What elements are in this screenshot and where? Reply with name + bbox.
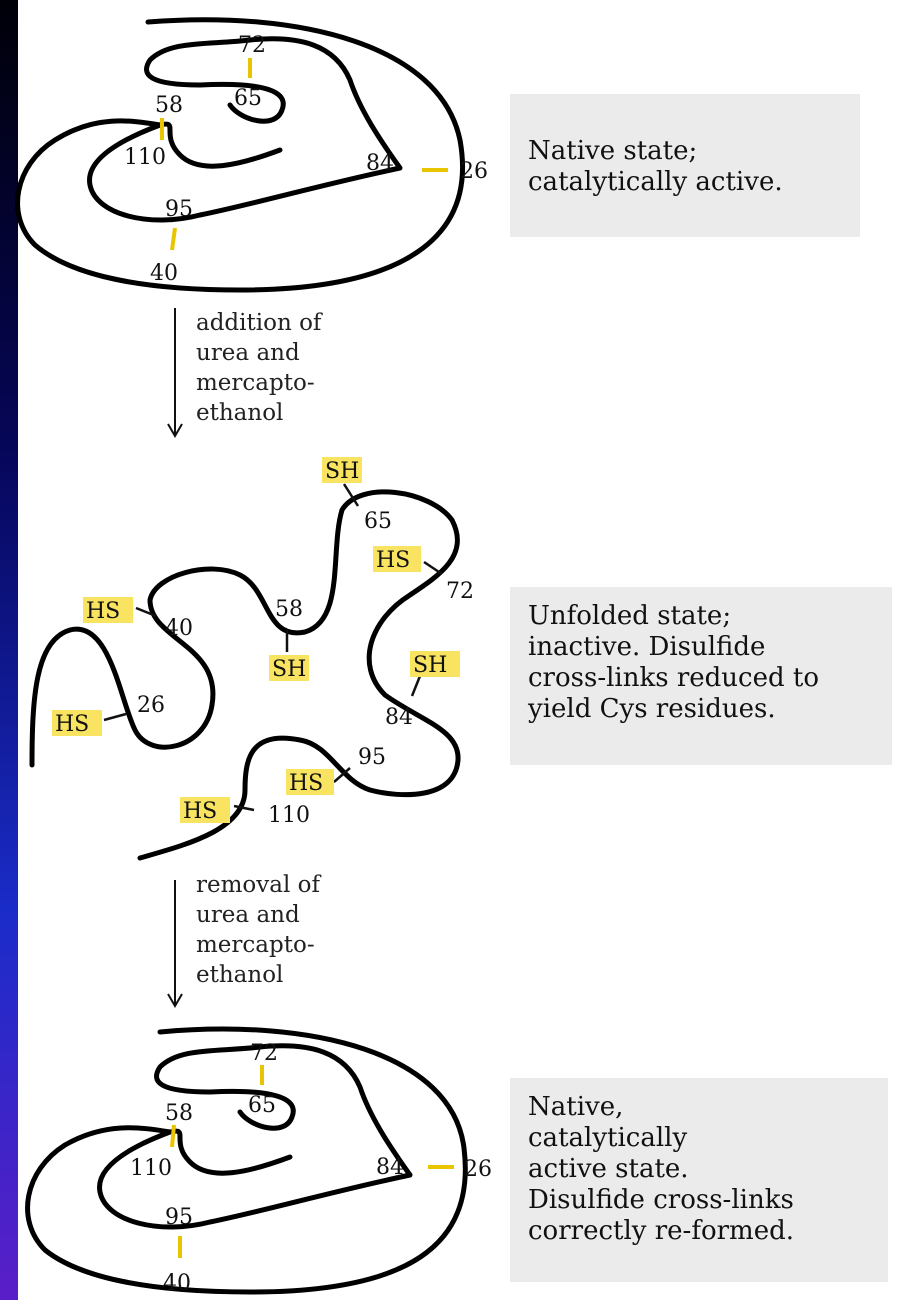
disulfide-40-95 bbox=[170, 227, 177, 251]
residue-58: 58 bbox=[155, 93, 183, 118]
unfolded-caption-line4: yield Cys residues. bbox=[528, 694, 776, 724]
refolded-caption-line4: Disulfide cross-links bbox=[528, 1185, 794, 1215]
refolded-residue-110: 110 bbox=[130, 1156, 172, 1181]
hs-label-110: HS bbox=[183, 799, 217, 824]
native-caption-line1: Native state; bbox=[528, 136, 698, 166]
hs-label-40: HS bbox=[86, 599, 120, 624]
unfolded-state-caption: Unfolded state; inactive. Disulfide cros… bbox=[510, 587, 892, 765]
residue-40: 40 bbox=[150, 261, 178, 286]
step-arrow-denature: addition of urea and mercapto- ethanol bbox=[167, 308, 323, 438]
native-caption-line2: catalytically active. bbox=[528, 167, 783, 197]
unfolded-residue-58: 58 bbox=[275, 597, 303, 622]
refolded-protein: 72 65 58 110 84 26 95 40 bbox=[25, 1026, 492, 1296]
residue-26: 26 bbox=[460, 159, 488, 184]
hs-label-95: HS bbox=[289, 771, 323, 796]
refolded-caption-line5: correctly re-formed. bbox=[528, 1216, 794, 1246]
refolded-caption-line2: catalytically bbox=[528, 1123, 688, 1153]
hs-label-72: HS bbox=[376, 548, 410, 573]
unfolded-caption-line2: inactive. Disulfide bbox=[528, 632, 766, 662]
unfolded-caption-line1: Unfolded state; bbox=[528, 601, 732, 631]
unfolded-residue-72: 72 bbox=[446, 579, 474, 604]
refolded-residue-95: 95 bbox=[165, 1205, 193, 1230]
step1-line4: ethanol bbox=[196, 400, 283, 426]
refolded-residue-40: 40 bbox=[163, 1271, 191, 1296]
step1-line2: urea and bbox=[196, 340, 300, 366]
unfolded-residue-65: 65 bbox=[364, 509, 392, 534]
native-state-caption: Native state; catalytically active. bbox=[510, 94, 860, 237]
refolded-caption-line3: active state. bbox=[528, 1154, 689, 1184]
residue-110: 110 bbox=[124, 145, 166, 170]
refolded-residue-84: 84 bbox=[376, 1155, 404, 1180]
step2-line1: removal of bbox=[196, 872, 321, 898]
residue-65: 65 bbox=[234, 86, 262, 111]
sh-label-58: SH bbox=[272, 657, 306, 682]
sh-label-65: SH bbox=[325, 459, 359, 484]
unfolded-residue-84: 84 bbox=[385, 705, 413, 730]
unfolded-caption-line3: cross-links reduced to bbox=[528, 663, 820, 693]
refolded-residue-26: 26 bbox=[464, 1157, 492, 1182]
step1-line3: mercapto- bbox=[196, 370, 315, 396]
residue-72: 72 bbox=[238, 33, 266, 58]
refolded-residue-65: 65 bbox=[248, 1093, 276, 1118]
unfolded-chain bbox=[29, 489, 461, 861]
step2-line3: mercapto- bbox=[196, 932, 315, 958]
sh-label-84: SH bbox=[413, 653, 447, 678]
refolded-caption-line1: Native, bbox=[528, 1092, 624, 1122]
hs-label-26: HS bbox=[55, 712, 89, 737]
unfolded-residue-110: 110 bbox=[268, 803, 310, 828]
refolded-residue-58: 58 bbox=[165, 1101, 193, 1126]
unfolded-residue-40: 40 bbox=[165, 616, 193, 641]
native-protein: 72 65 58 110 84 26 95 40 bbox=[15, 17, 488, 293]
refolded-disulfide-58-110 bbox=[170, 1124, 176, 1148]
residue-95: 95 bbox=[165, 197, 193, 222]
residue-84: 84 bbox=[366, 151, 394, 176]
unfolded-residue-26: 26 bbox=[137, 693, 165, 718]
step1-line1: addition of bbox=[196, 310, 323, 336]
refolded-residue-72: 72 bbox=[250, 1041, 278, 1066]
native-chain bbox=[15, 17, 466, 293]
unfolded-protein: SH HS HS SH SH HS HS HS 65 72 40 58 26 8… bbox=[29, 457, 474, 861]
step2-line4: ethanol bbox=[196, 962, 283, 988]
refolded-chain bbox=[25, 1026, 468, 1295]
unfolded-residue-95: 95 bbox=[358, 745, 386, 770]
step2-line2: urea and bbox=[196, 902, 300, 928]
refolded-state-caption: Native, catalytically active state. Disu… bbox=[510, 1078, 888, 1282]
step-arrow-renature: removal of urea and mercapto- ethanol bbox=[167, 872, 321, 1008]
